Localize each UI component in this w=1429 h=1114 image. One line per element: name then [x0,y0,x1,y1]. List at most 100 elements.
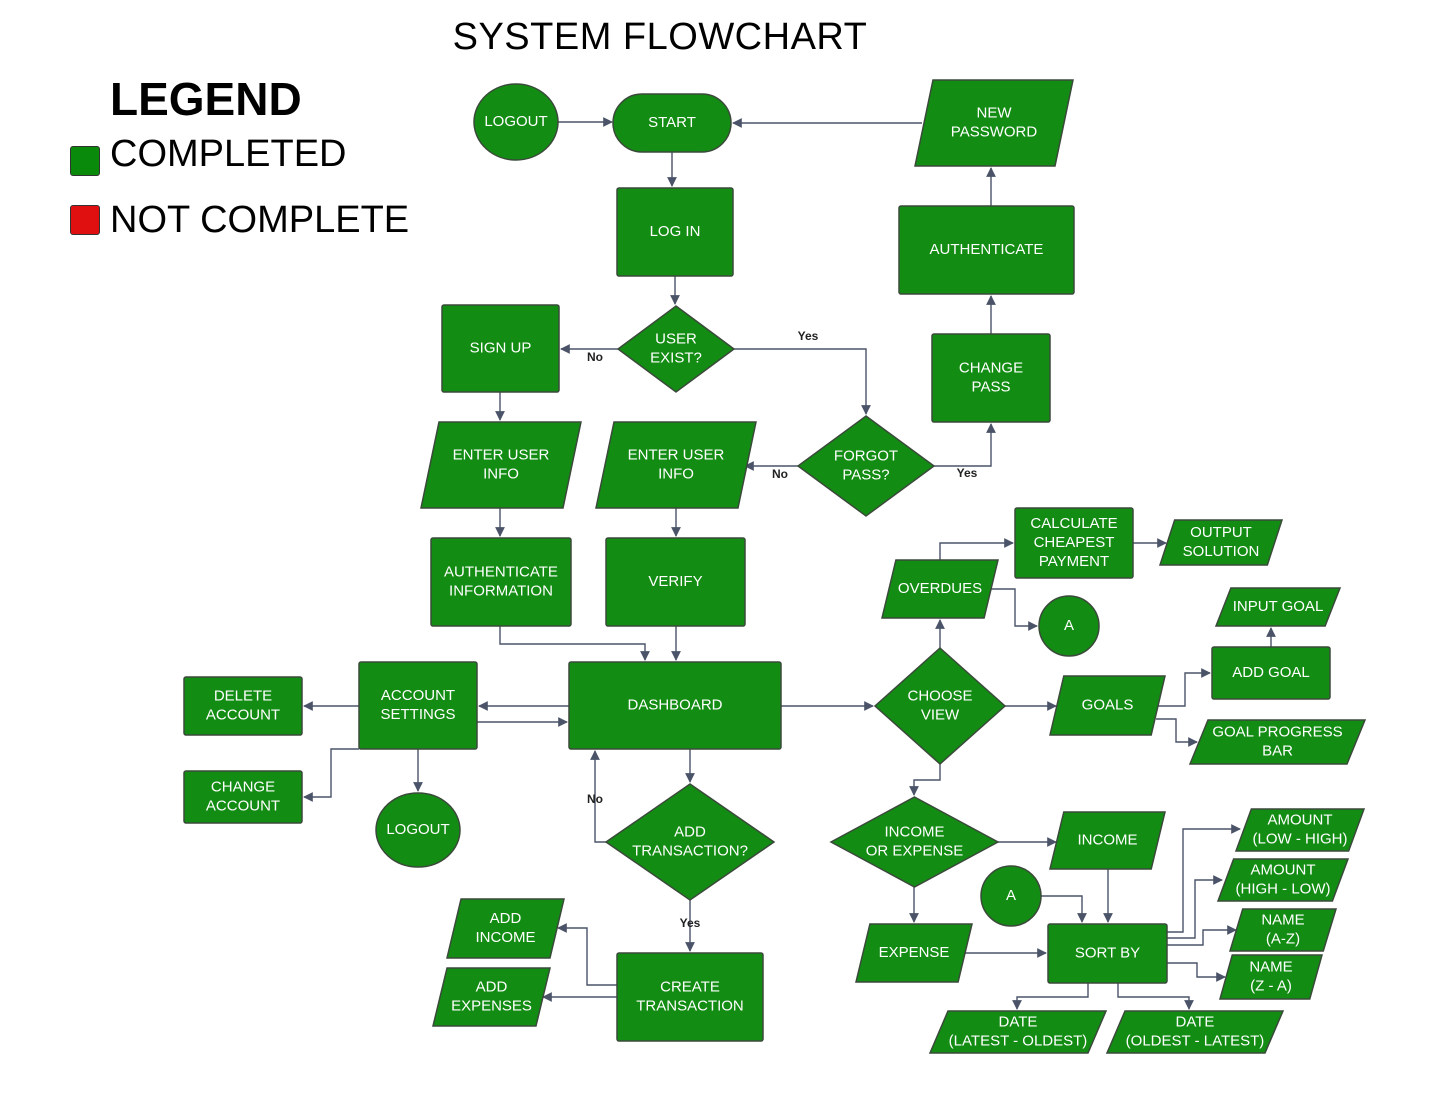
node-label: CHANGE [211,778,275,795]
node-label: INFO [658,465,694,482]
node-label: INFO [483,465,519,482]
node-shape-diamond [604,783,776,901]
node-label: LOGOUT [484,113,547,130]
node-label: INCOME [885,823,945,840]
node-label: CHEAPEST [1034,534,1115,551]
node-shape-parallelogram [928,1010,1108,1054]
node-label: CALCULATE [1030,515,1117,532]
node-shape-parallelogram [1158,519,1284,566]
node-name-za: NAME(Z - A) [1219,954,1323,1000]
node-label: (LATEST - OLDEST) [949,1032,1088,1049]
node-shape-rect [568,661,782,750]
node-shape-diamond [873,646,1007,766]
node-shape-rect [616,952,764,1042]
edge-user_exist-to-forgot_pass [734,348,871,415]
node-date-oldest-latest: DATE(OLDEST - LATEST) [1105,1010,1285,1054]
node-label: CHANGE [959,359,1023,376]
node-shape-diamond [829,796,1000,888]
node-income: INCOME [1049,811,1166,870]
node-label: ADD [490,910,522,927]
node-user-exist: USER EXIST? [616,305,736,393]
node-label: CREATE [660,978,720,995]
node-shape-rect [441,304,560,393]
node-label: PASSWORD [951,123,1038,140]
node-label: NAME [1249,958,1292,975]
node-calc-cheapest: CALCULATE CHEAPEST PAYMENT [1014,507,1134,579]
node-label: TRANSACTION [636,997,744,1014]
edge-goals-to-goal_progress [1156,718,1198,747]
node-label: (OLDEST - LATEST) [1126,1032,1265,1049]
node-label: EXPENSE [879,944,950,961]
page-title: SYSTEM FLOWCHART [452,16,868,58]
node-overdues: OVERDUES [881,559,999,619]
node-input-goal: INPUT GOAL [1214,587,1342,627]
node-label: CHOOSE [907,687,972,704]
node-label: SETTINGS [380,706,455,723]
node-shape-parallelogram [1105,1010,1285,1054]
node-shape-diamond [796,415,936,517]
node-shape-rect [358,661,478,750]
node-label: (LOW - HIGH) [1253,830,1348,847]
edge-account_settings-to-change_account [303,748,359,802]
node-shape-rect [1014,507,1134,579]
node-label: ACCOUNT [206,706,280,723]
node-shape-parallelogram [914,79,1074,167]
node-shape-rect [616,187,734,277]
node-label: LOG IN [650,223,701,240]
node-label: USER [655,330,697,347]
node-shape-parallelogram [1216,858,1350,902]
node-shape-parallelogram [595,421,757,509]
node-date-latest-oldest: DATE(LATEST - OLDEST) [928,1010,1108,1054]
node-shape-rect [1047,923,1168,984]
node-label: A [1006,887,1016,904]
node-label: TRANSACTION? [632,842,748,859]
node-label: EXPENSES [451,997,532,1014]
legend-label-completed: COMPLETED [110,133,347,175]
node-sign-up: SIGN UP [441,304,560,393]
node-logout-bottom: LOGOUT [375,792,461,868]
node-amount-high-low: AMOUNT(HIGH - LOW) [1216,858,1350,902]
node-enter-info-2: ENTER USER INFO [595,421,757,509]
node-label: PAYMENT [1039,553,1109,570]
edge-overdues-to-calc_cheapest [939,538,1014,560]
node-shape-diamond [616,305,736,393]
node-label: VERIFY [648,573,702,590]
node-label: SIGN UP [470,339,532,356]
node-delete-account: DELETE ACCOUNT [183,676,303,736]
node-amount-low-high: AMOUNT (LOW - HIGH) [1234,808,1366,852]
node-shape-parallelogram [1188,719,1367,765]
node-label: ENTER USER [628,446,725,463]
node-label: EXIST? [650,349,702,366]
node-account-settings: ACCOUNT SETTINGS [358,661,478,750]
edge-goals-to-add_goal [1156,668,1211,707]
node-label: ADD [476,978,508,995]
node-conn-a2: A [980,865,1042,927]
node-verify: VERIFY [605,537,746,627]
node-start: START [612,93,732,153]
node-shape-circle [375,792,461,868]
node-label: (A-Z) [1266,930,1300,947]
node-label: AMOUNT [1268,811,1333,828]
edge-label-yes: Yes [957,466,978,480]
node-add-expenses: ADD EXPENSES [432,967,551,1027]
node-label: SORT BY [1075,944,1140,961]
node-conn-a1: A [1038,595,1100,657]
node-label: DELETE [214,687,272,704]
legend-title: LEGEND [110,73,302,125]
legend-swatch-completed [70,146,100,176]
legend-label-not-complete: NOT COMPLETE [110,199,410,241]
node-shape-parallelogram [432,967,551,1027]
node-label: ACCOUNT [381,687,455,704]
node-label: BAR [1262,742,1293,759]
node-shape-terminal [612,93,732,153]
edge-label-no: No [587,350,603,364]
node-sort-by: SORT BY [1047,923,1168,984]
edge-label-yes: Yes [798,329,819,343]
